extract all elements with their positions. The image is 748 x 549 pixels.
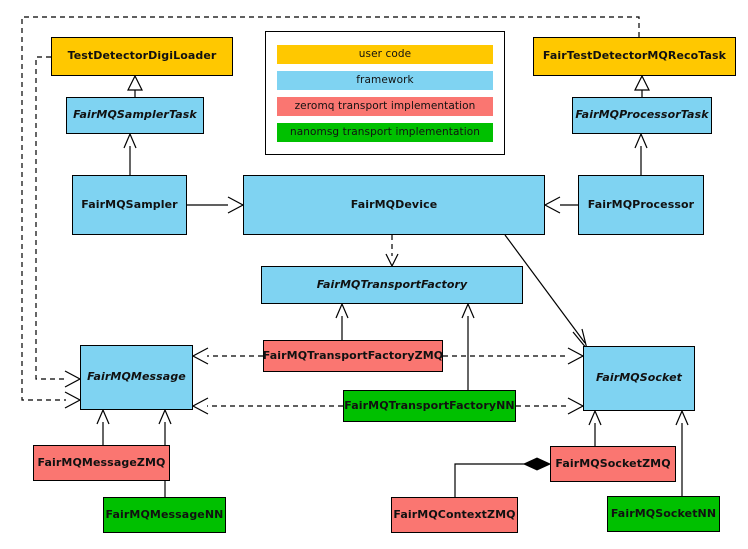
class-label-fairmqprocessor: FairMQProcessor xyxy=(587,197,695,211)
edge-inherit-recotask-processortask xyxy=(634,74,650,97)
class-node-fairmqsocketzmq[interactable]: FairMQSocketZMQ xyxy=(550,446,676,482)
class-node-fairmqprocessortask[interactable]: FairMQProcessorTask xyxy=(572,97,712,134)
class-node-testdetectordigiloader[interactable]: TestDetectorDigiLoader xyxy=(51,37,233,76)
legend-item-nanomsg: nanomsg transport implementation xyxy=(277,122,493,142)
class-node-fairmqtransportfactorynn[interactable]: FairMQTransportFactoryNN xyxy=(343,390,516,422)
edge-inherit-sampler-samplertask xyxy=(123,132,137,175)
edge-depends-factorynn-message xyxy=(191,397,343,415)
edge-inherit-digiloader-samplertask xyxy=(127,74,143,97)
edge-depends-factorynn-socket xyxy=(516,397,585,415)
class-label-fairmqtransportfactorynn: FairMQTransportFactoryNN xyxy=(344,398,515,412)
class-label-fairmqdevice: FairMQDevice xyxy=(350,197,438,211)
legend-item-framework: framework xyxy=(277,70,493,90)
legend-label-user-code: user code xyxy=(358,48,412,60)
legend-label-framework: framework xyxy=(356,74,414,86)
legend-item-user-code: user code xyxy=(277,44,493,64)
class-node-fairmqmessagenn[interactable]: FairMQMessageNN xyxy=(103,497,226,533)
class-node-fairmqdevice[interactable]: FairMQDevice xyxy=(243,175,545,235)
class-label-testdetectordigiloader: TestDetectorDigiLoader xyxy=(67,49,217,63)
class-node-fairmqmessage[interactable]: FairMQMessage xyxy=(80,345,193,410)
edge-inherit-factoryzmq-factory xyxy=(335,302,349,340)
legend-label-nanomsg: nanomsg transport implementation xyxy=(289,126,481,138)
class-node-fairmqmessagezmq[interactable]: FairMQMessageZMQ xyxy=(33,445,170,481)
class-node-fairmqsampler[interactable]: FairMQSampler xyxy=(72,175,187,235)
class-node-fairmqprocessor[interactable]: FairMQProcessor xyxy=(578,175,704,235)
class-label-fairmqprocessortask: FairMQProcessorTask xyxy=(575,108,709,122)
color-legend: user code framework zeromq transport imp… xyxy=(265,31,505,155)
class-label-fairtestdetectormqrecotask: FairTestDetectorMQRecoTask xyxy=(542,49,727,63)
class-node-fairmqcontextzmq[interactable]: FairMQContextZMQ xyxy=(391,497,518,533)
class-label-fairmqsocket: FairMQSocket xyxy=(595,371,682,385)
class-label-fairmqmessagezmq: FairMQMessageZMQ xyxy=(37,455,166,469)
class-label-fairmqtransportfactory: FairMQTransportFactory xyxy=(316,277,468,291)
edge-depends-device-transportfactory xyxy=(385,235,399,268)
class-label-fairmqsamplertask: FairMQSamplerTask xyxy=(73,108,197,122)
edge-inherit-messagezmq-message xyxy=(96,408,110,445)
edge-inherit-factorynn-factory xyxy=(461,302,475,390)
edge-inherit-socketzmq-socket xyxy=(588,409,602,446)
edge-inherit-processor-device xyxy=(543,196,578,214)
class-node-fairmqsamplertask[interactable]: FairMQSamplerTask xyxy=(66,97,204,134)
edge-inherit-processor-processortask xyxy=(634,132,648,175)
class-label-fairmqsampler: FairMQSampler xyxy=(81,197,178,211)
class-node-fairtestdetectormqrecotask[interactable]: FairTestDetectorMQRecoTask xyxy=(533,37,736,76)
class-label-fairmqmessage: FairMQMessage xyxy=(87,370,186,384)
class-label-fairmqsocketnn: FairMQSocketNN xyxy=(610,506,717,520)
class-node-fairmqsocket[interactable]: FairMQSocket xyxy=(583,346,695,411)
edge-inherit-socketnn-socket xyxy=(675,409,689,496)
class-label-fairmqmessagenn: FairMQMessageNN xyxy=(105,507,224,521)
edge-inherit-sampler-device xyxy=(187,196,245,214)
edge-depends-factoryzmq-socket xyxy=(443,347,585,365)
class-label-fairmqtransportfactoryzmq: FairMQTransportFactoryZMQ xyxy=(262,348,444,362)
legend-label-zeromq: zeromq transport implementation xyxy=(294,100,476,112)
class-node-fairmqtransportfactory[interactable]: FairMQTransportFactory xyxy=(261,266,523,304)
edge-composition-socketzmq-contextzmq xyxy=(454,457,552,497)
class-label-fairmqcontextzmq: FairMQContextZMQ xyxy=(393,507,516,521)
class-node-fairmqtransportfactoryzmq[interactable]: FairMQTransportFactoryZMQ xyxy=(263,340,443,372)
class-label-fairmqsocketzmq: FairMQSocketZMQ xyxy=(555,456,671,470)
class-node-fairmqsocketnn[interactable]: FairMQSocketNN xyxy=(607,496,720,532)
legend-item-zeromq: zeromq transport implementation xyxy=(277,96,493,116)
edge-depends-factoryzmq-message xyxy=(191,347,263,365)
